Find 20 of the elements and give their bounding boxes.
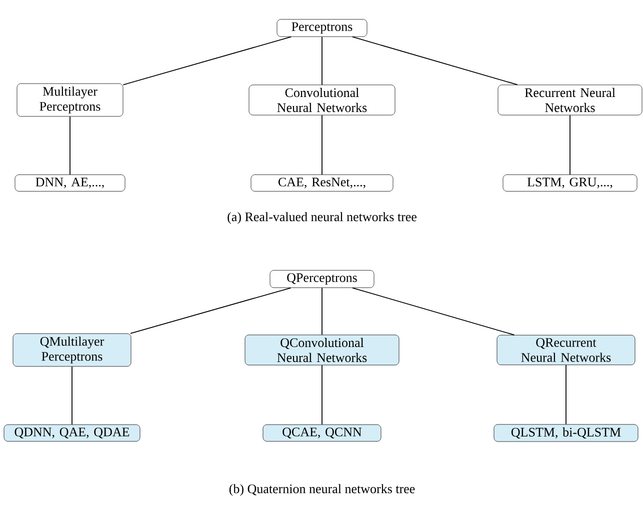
tree-node: QLSTM, bi-QLSTM <box>494 424 638 442</box>
tree-node: QDNN, QAE, QDAE <box>4 424 140 442</box>
caption: (b) Quaternion neural networks tree <box>229 484 415 496</box>
tree-node: QRecurrent Neural Networks <box>496 334 636 366</box>
tree-node: Perceptrons <box>276 19 368 37</box>
tree-node: CAE, ResNet,..., <box>250 174 394 192</box>
connector-line <box>122 36 292 86</box>
tree-node: Multilayer Perceptrons <box>16 83 124 117</box>
tree-node: LSTM, GRU,..., <box>502 174 638 192</box>
tree-node: Convolutional Neural Networks <box>248 84 396 116</box>
caption: (a) Real-valued neural networks tree <box>228 212 416 224</box>
tree-node: DNN, AE,..., <box>14 174 126 192</box>
tree-node: Recurrent Neural Networks <box>498 84 642 116</box>
tree-node: QCAE, QCNN <box>262 424 382 442</box>
tree-node: QConvolutional Neural Networks <box>244 334 400 366</box>
connector-line <box>352 287 515 336</box>
connector-line <box>352 36 518 86</box>
tree-node: QPerceptrons <box>270 270 374 288</box>
tree-node: QMultilayer Perceptrons <box>12 333 132 367</box>
connector-line <box>130 287 292 334</box>
